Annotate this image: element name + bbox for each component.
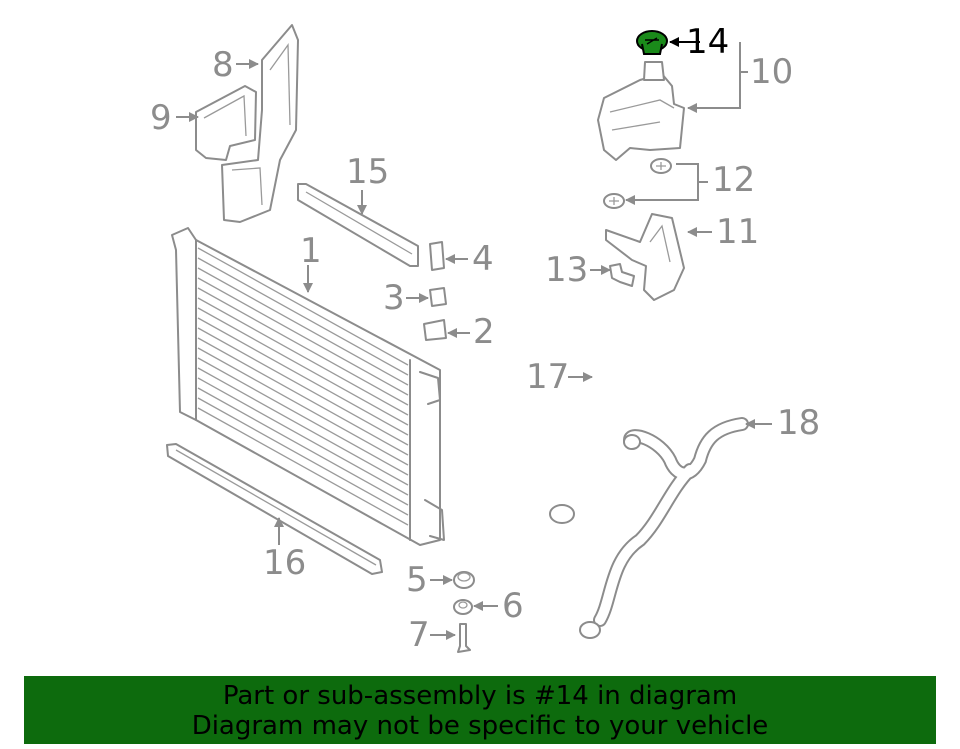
callout-labels: 1 2 3 4 5 6 7 8 9 10 11 12 13 14 15 16 1… bbox=[150, 22, 820, 655]
reservoir-cap-part-highlighted bbox=[636, 30, 668, 55]
disclaimer-banner: Part or sub-assembly is #14 in diagram D… bbox=[24, 676, 936, 744]
grommet-part-5 bbox=[453, 571, 475, 589]
callout-9: 9 bbox=[150, 98, 172, 138]
callout-12: 12 bbox=[712, 160, 755, 200]
callout-4: 4 bbox=[472, 239, 494, 279]
callout-1: 1 bbox=[300, 231, 322, 271]
callout-6: 6 bbox=[502, 586, 524, 626]
washer-part-6 bbox=[453, 599, 473, 615]
callout-17: 17 bbox=[526, 357, 569, 397]
clip-part-4 bbox=[429, 241, 445, 271]
lower-hose-part-18 bbox=[579, 417, 749, 639]
leader-lines bbox=[176, 37, 772, 640]
radiator-part bbox=[171, 227, 445, 546]
clip-part-3 bbox=[429, 287, 447, 307]
upper-seal-part bbox=[297, 183, 419, 267]
upper-hose-part-17 bbox=[549, 360, 656, 524]
callout-16: 16 bbox=[263, 543, 306, 583]
callout-3: 3 bbox=[383, 278, 405, 318]
clip-part-2 bbox=[423, 319, 447, 341]
callout-2: 2 bbox=[473, 312, 495, 352]
air-guide-part-9 bbox=[195, 85, 257, 161]
callout-7: 7 bbox=[408, 615, 430, 655]
callout-5: 5 bbox=[406, 560, 428, 600]
callout-18: 18 bbox=[777, 403, 820, 443]
callout-11: 11 bbox=[716, 212, 759, 252]
callout-8: 8 bbox=[212, 45, 234, 85]
plug-part-12 bbox=[603, 158, 672, 209]
bolt-part-13 bbox=[609, 263, 635, 287]
callout-10: 10 bbox=[750, 52, 793, 92]
callout-15: 15 bbox=[346, 152, 389, 192]
callout-14: 14 bbox=[686, 22, 729, 62]
bracket-part-11 bbox=[605, 213, 685, 301]
callout-13: 13 bbox=[545, 250, 588, 290]
banner-line-part-number: Part or sub-assembly is #14 in diagram bbox=[222, 681, 738, 711]
bolt-part-7 bbox=[457, 623, 471, 653]
banner-line-disclaimer: Diagram may not be specific to your vehi… bbox=[191, 711, 769, 741]
coolant-reservoir-part bbox=[597, 61, 685, 161]
leader-10 bbox=[687, 42, 741, 113]
air-guide-part-8 bbox=[221, 24, 299, 223]
lower-seal-part bbox=[166, 443, 383, 575]
